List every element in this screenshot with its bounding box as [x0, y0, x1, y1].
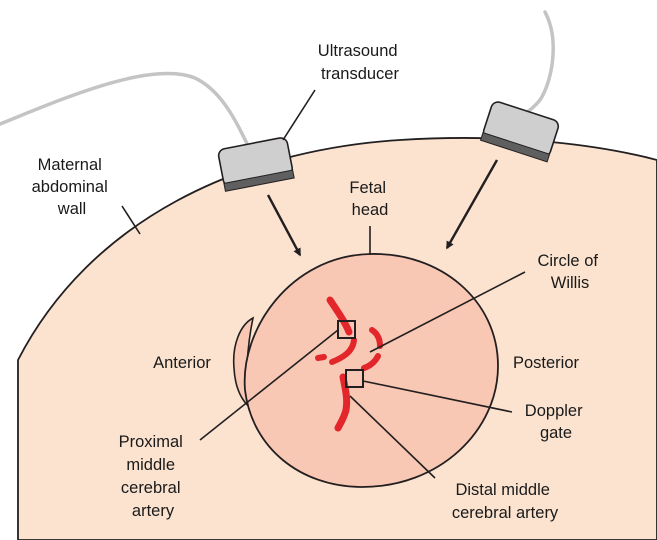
right-transducer-cable — [515, 12, 553, 116]
circle-of-willis-stub — [318, 357, 324, 358]
label-ultrasound-transducer-line1: Ultrasound — [318, 42, 398, 60]
label-fetal-head-line2: head — [352, 201, 389, 219]
label-maternal-abdominal-wall: Maternal abdominal wall — [32, 156, 113, 218]
label-circle-line2: Willis — [551, 274, 590, 292]
label-maternal-line1: Maternal — [38, 156, 102, 174]
label-proximal-line1: Proximal — [119, 433, 183, 451]
label-circle-line1: Circle of — [537, 252, 598, 270]
label-proximal-line4: artery — [132, 502, 175, 520]
label-posterior: Posterior — [513, 354, 580, 372]
label-maternal-line3: wall — [57, 200, 86, 218]
left-transducer-cable — [0, 73, 248, 146]
label-ultrasound-transducer: Ultrasound transducer — [318, 42, 402, 83]
label-proximal-line2: middle — [126, 456, 175, 474]
label-maternal-line2: abdominal — [32, 178, 108, 196]
label-distal-line1: Distal middle — [455, 481, 549, 499]
label-anterior: Anterior — [153, 354, 211, 372]
leader-ultrasound-transducer — [283, 90, 315, 140]
label-distal-line2: cerebral artery — [452, 504, 559, 522]
label-ultrasound-transducer-line2: transducer — [321, 65, 399, 83]
label-fetal-head-line1: Fetal — [349, 179, 386, 197]
label-proximal-line3: cerebral — [121, 479, 181, 497]
label-doppler-line2: gate — [540, 424, 572, 442]
label-doppler-line1: Doppler — [525, 402, 583, 420]
